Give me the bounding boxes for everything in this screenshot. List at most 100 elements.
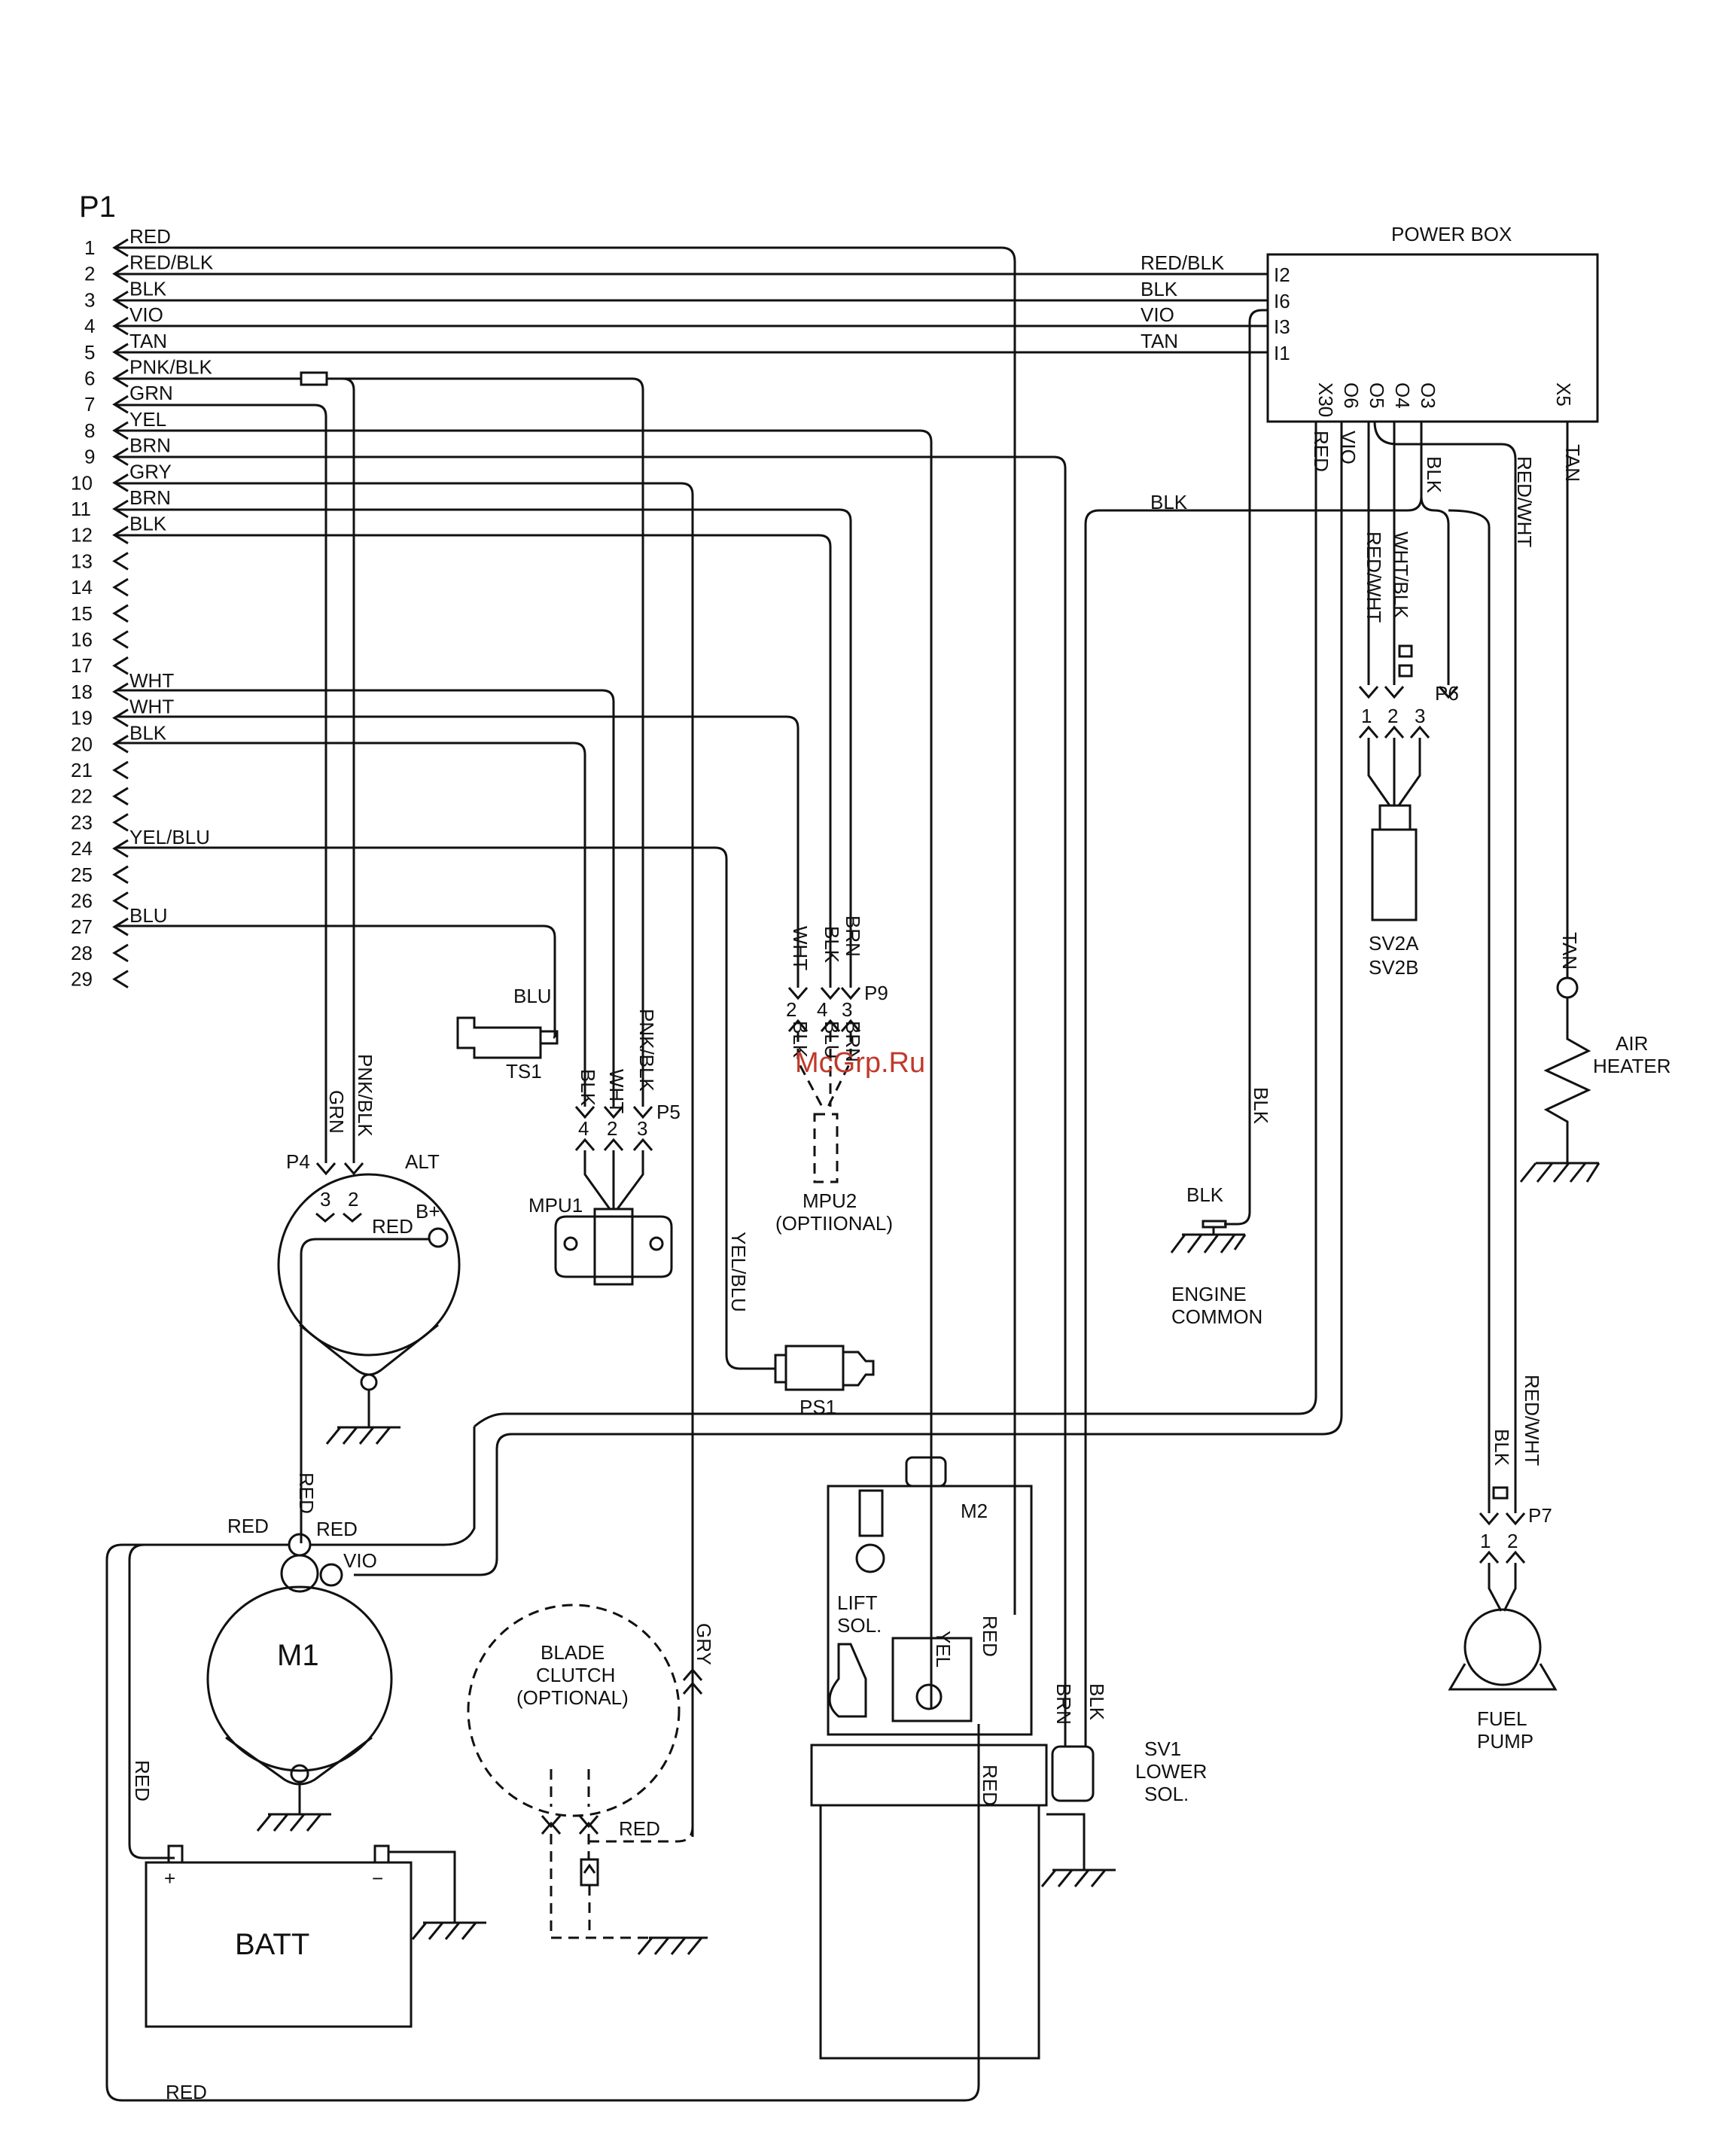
- power-box-output-wires: [354, 309, 1569, 1747]
- power-box-outline: [1266, 253, 1599, 423]
- p9-label: P9: [864, 982, 888, 1004]
- wire-o3-blk: [1420, 422, 1450, 685]
- blade-clutch-diode-mark: [583, 1863, 596, 1874]
- engine-common-label-2: COMMON: [1171, 1305, 1262, 1328]
- p1-wire-label-pin10: GRY: [129, 460, 172, 483]
- p6-latch-1: [1398, 644, 1413, 658]
- p9-wire-brn: BRN: [842, 915, 864, 957]
- p1-pin-11-terminal: [112, 499, 129, 519]
- power-box-output-o5: O5: [1366, 382, 1388, 409]
- p1-wire-label-pin20: BLK: [129, 721, 167, 744]
- m1-red-left-label: RED: [227, 1515, 269, 1537]
- p7-pin2: 2: [1507, 1530, 1518, 1552]
- p1-pin-2-terminal: [112, 264, 129, 283]
- p7-red-wht-label: RED/WHT: [1521, 1375, 1543, 1466]
- p1-pin-1-terminal: [112, 238, 129, 257]
- sv2-top: [1378, 804, 1412, 831]
- p5-wire-pnk-blk: PNK/BLK: [635, 1009, 658, 1092]
- p1-pin-24-terminal: [112, 839, 129, 858]
- engine-common-label-1: ENGINE: [1171, 1283, 1247, 1305]
- p5-mpu1: BLK WHT PNK/BLK 4 2 3 P5 MPU1: [528, 1009, 681, 1286]
- p9-pin3: 3: [842, 998, 852, 1021]
- alt-wire-pnk-blk: PNK/BLK: [354, 1054, 376, 1137]
- pump-m2: M2 LIFT SOL. YEL RED BRN BLK RED: [810, 1456, 1116, 2060]
- p6-pin2-bottom-arrow: [1384, 725, 1405, 739]
- m1-mount: [225, 1736, 373, 1786]
- p6-to-sv2-leads: [1367, 738, 1421, 806]
- power-box-input-i2: I2: [1274, 263, 1290, 286]
- p1-pin-15: 15: [71, 602, 93, 625]
- p1-pin-4-terminal: [112, 316, 129, 336]
- p9-pin2: 2: [786, 998, 796, 1021]
- p1-wire-label-pin6: PNK/BLK: [129, 356, 212, 379]
- p1-pin-13: 13: [71, 550, 93, 572]
- wire-o3-blk-ground: [1084, 496, 1423, 1747]
- p1-pin-25: 25: [71, 863, 93, 886]
- blade-clutch: BLADE CLUTCH (OPTIONAL) RED GRY: [467, 1604, 715, 1955]
- p6-pin2-arrow: [1384, 686, 1405, 699]
- power-box-out-wire-red: RED: [1310, 431, 1332, 472]
- p4-arrows: [315, 1162, 364, 1176]
- p6-latch-2: [1398, 664, 1413, 678]
- p4-label: P4: [286, 1150, 310, 1173]
- m1-red-to-batt: [128, 1543, 289, 1859]
- m1-label: M1: [277, 1639, 319, 1672]
- p1-pin-7: 7: [84, 393, 95, 416]
- ps1-body: [784, 1345, 845, 1391]
- m1-red-to-m2: [105, 1543, 980, 2102]
- p9-lower-brn: BRN: [842, 1021, 864, 1062]
- m1-junction-top: [288, 1533, 312, 1557]
- m1-vio-label: VIO: [343, 1549, 377, 1572]
- m2-label: M2: [961, 1500, 988, 1522]
- p1-pin-3: 3: [84, 288, 95, 311]
- p1-wire-label-pin27: BLU: [129, 904, 168, 927]
- watermark: McGrp.Ru: [795, 1047, 925, 1079]
- p7-arrows: [1479, 1512, 1526, 1526]
- m2-solenoid-stud: [858, 1489, 884, 1537]
- mpu2-optional: (OPTIIONAL): [775, 1212, 893, 1235]
- mpu1-body: [554, 1215, 673, 1278]
- wire-pin1-red: [117, 246, 1016, 1615]
- p1-wire-label-pin9: BRN: [129, 434, 171, 457]
- alt-wire-grn: GRN: [325, 1090, 348, 1134]
- p1-wire-label-pin24: YEL/BLU: [129, 826, 210, 848]
- p6-connector: P6 1 2 3 SV2A SV2B: [1358, 644, 1459, 979]
- p1-pin-20-terminal: [112, 735, 129, 754]
- p1-pin-16-terminal: [112, 630, 129, 649]
- alt-ground: [325, 1390, 400, 1445]
- p1-pin-22: 22: [71, 785, 93, 808]
- p1-pin-5: 5: [84, 341, 95, 364]
- engine-ground-post: [1201, 1220, 1227, 1235]
- p1-pin-14-terminal: [112, 577, 129, 597]
- p1-pin-17: 17: [71, 654, 93, 677]
- battery-negative-post: [373, 1844, 390, 1864]
- power-box-wire-red-blk: RED/BLK: [1141, 251, 1225, 274]
- wire-i6-blk: [1224, 309, 1268, 1226]
- p1-pin-28: 28: [71, 942, 93, 964]
- p7-bottom-arrows: [1479, 1550, 1526, 1564]
- alt-red-label: RED: [372, 1215, 413, 1238]
- p9-mpu2: WHT BLK BRN 2 4 3 P9 BLK BLU BRN MPU2 (O…: [775, 915, 893, 1235]
- p5-arrows: [574, 1106, 653, 1119]
- m1-ground: [256, 1782, 331, 1832]
- power-box-wire-tan: TAN: [1141, 330, 1178, 352]
- blk-ground-run-label: BLK: [1150, 491, 1188, 513]
- m2-ground: [1040, 1813, 1116, 1887]
- m2-reservoir-cap: [810, 1744, 1048, 1807]
- alt-label: ALT: [405, 1150, 440, 1173]
- mpu2-label: MPU2: [803, 1189, 857, 1212]
- m2-top-terminal: [905, 1456, 947, 1488]
- battery: + − BATT: [145, 1844, 486, 2028]
- p5-pin3: 3: [637, 1117, 647, 1140]
- lift-sol-body: [891, 1637, 973, 1722]
- alt-red-vertical-label: RED: [295, 1473, 318, 1514]
- p1-pin-13-terminal: [112, 552, 129, 571]
- blade-clutch-arrows: [541, 1815, 599, 1835]
- alternator: GRN PNK/BLK P4 ALT 3 2 B+ RED RED: [277, 1054, 461, 1543]
- p1-wire-label-pin12: BLK: [129, 513, 167, 535]
- p1-pin-11: 11: [71, 498, 91, 520]
- power-box-output-o3: O3: [1417, 382, 1439, 409]
- ts1-blu-label: BLU: [513, 985, 552, 1007]
- lift-sol-label-1: LIFT: [837, 1591, 878, 1614]
- m2-red-lower-label: RED: [979, 1765, 1001, 1806]
